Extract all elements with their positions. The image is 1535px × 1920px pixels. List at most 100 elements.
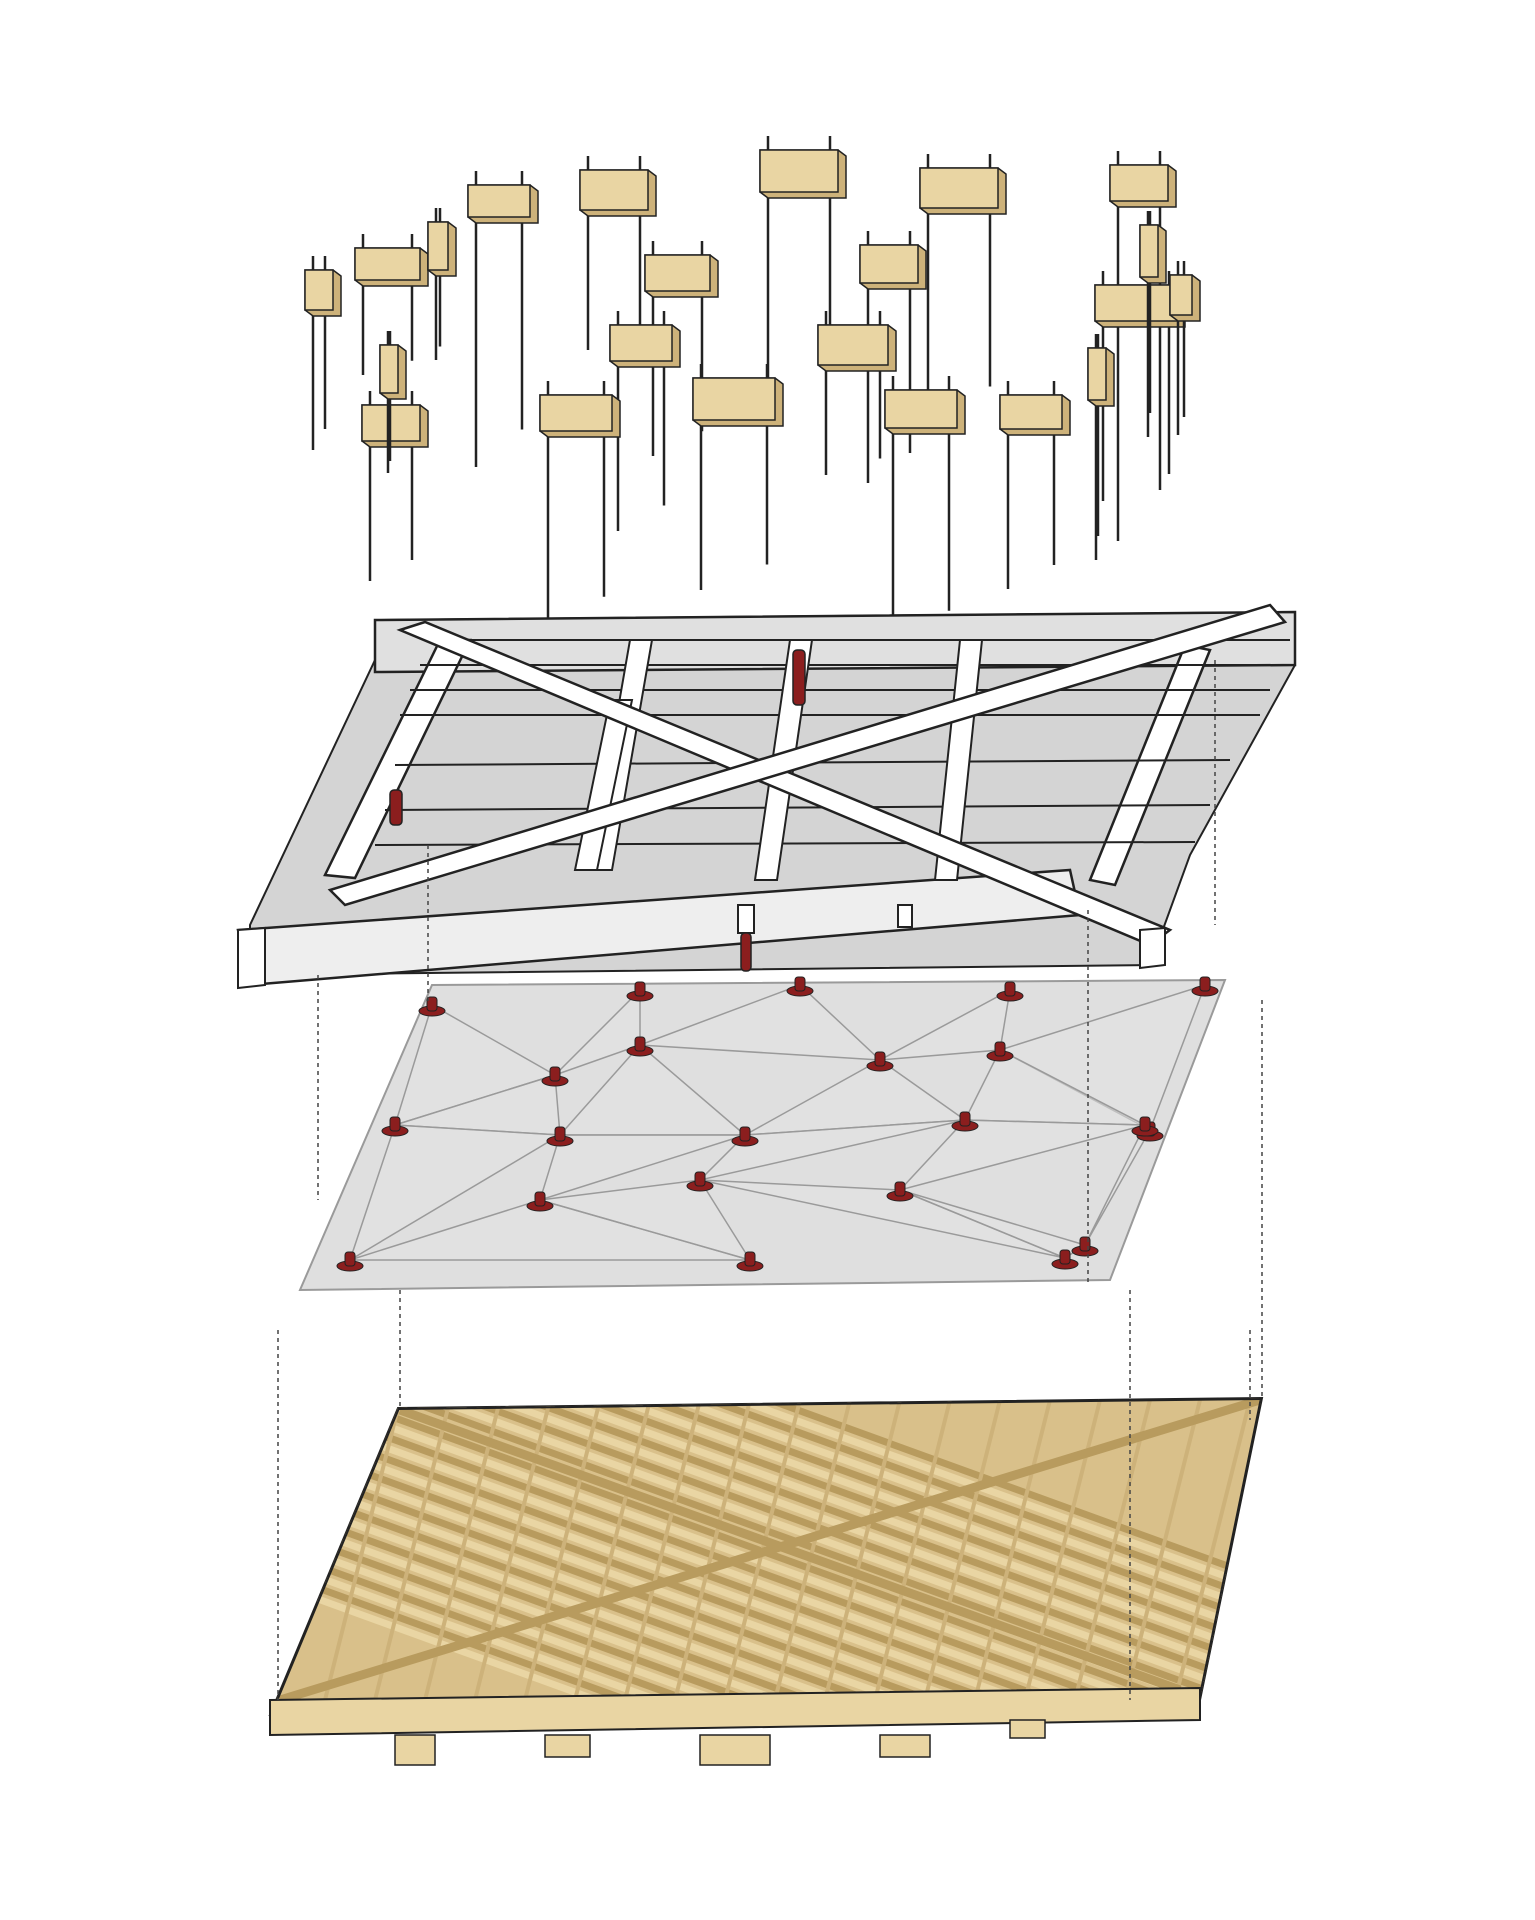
deck-joist	[518, 1399, 602, 1715]
timber-block-icon	[759, 149, 839, 193]
slab-anchor	[546, 1126, 574, 1147]
timber-block-hanger	[427, 208, 457, 360]
anchor-bolt	[744, 1251, 756, 1267]
slab-anchor	[786, 976, 814, 997]
deck-joist	[718, 1399, 802, 1715]
timber-block-icon	[1087, 347, 1107, 401]
slab-anchor	[986, 1041, 1014, 1062]
anchor-bolt	[874, 1051, 886, 1067]
deck-joist	[468, 1399, 552, 1715]
timber-block-hanger	[884, 376, 966, 643]
slab-anchor	[731, 1126, 759, 1147]
steel-rim-beam-top	[373, 610, 1297, 674]
timber-block-icon	[817, 324, 889, 366]
timber-block-icon	[354, 247, 421, 281]
timber-block-icon	[427, 221, 449, 271]
steel-hanger	[897, 904, 913, 928]
deck-foot	[394, 1734, 436, 1766]
deck-slat	[270, 1398, 1262, 1644]
timber-block-hanger	[817, 311, 897, 475]
timber-block-hanger	[379, 331, 407, 473]
deck-joist	[968, 1399, 1052, 1715]
steel-frame-layer	[236, 603, 1297, 990]
deck-joist	[618, 1399, 702, 1715]
slab-anchor	[886, 1181, 914, 1202]
slab-anchor	[336, 1251, 364, 1272]
steel-joist-line	[384, 804, 1211, 811]
timber-block-hanger	[644, 241, 719, 456]
timber-block-hanger	[609, 311, 681, 531]
timber-block-icon	[1094, 284, 1178, 322]
deck-diagonal-beam	[278, 1398, 1262, 1705]
timber-block-icon	[884, 389, 958, 429]
slab-anchor	[541, 1066, 569, 1087]
slab-anchor	[736, 1251, 764, 1272]
timber-block-hanger	[692, 364, 784, 590]
concrete-slab-layer	[298, 976, 1227, 1292]
slab-anchor	[1131, 1116, 1159, 1137]
slab-coffer	[348, 1124, 563, 1262]
timber-block-icon	[1169, 274, 1193, 316]
anchor-bolt	[894, 1181, 906, 1197]
slab-coffer	[539, 1179, 752, 1262]
deck-slat	[270, 1497, 1262, 1715]
timber-block-hanger	[579, 156, 657, 350]
deck-slat	[270, 1398, 1262, 1688]
steel-beam-end-left	[237, 926, 266, 990]
deck-slat	[270, 1574, 1262, 1715]
steel-diagonal-beam-a	[396, 620, 1173, 947]
anchor-bolt	[1004, 981, 1016, 997]
timber-block-icon	[692, 377, 776, 421]
deck-slat	[270, 1431, 1262, 1715]
deck-slat	[270, 1398, 1262, 1666]
timber-block-hanger	[1087, 334, 1115, 560]
deck-slat	[270, 1486, 1262, 1715]
timber-block-icon	[579, 169, 649, 211]
deck-slat	[270, 1398, 1262, 1699]
anchor-bolt	[534, 1191, 546, 1207]
anchor-bolt	[554, 1126, 566, 1142]
slab-coffer	[639, 984, 883, 1061]
timber-block-icon	[1109, 164, 1169, 202]
deck-joist	[818, 1399, 902, 1715]
slab-anchor	[686, 1171, 714, 1192]
deck-slat	[270, 1530, 1262, 1715]
deck-joist	[418, 1399, 502, 1715]
deck-slat	[270, 1541, 1262, 1715]
anchor-bolt	[426, 996, 438, 1012]
slab-anchors	[336, 976, 1219, 1272]
timber-block-hanger	[539, 381, 621, 626]
timber-block-hanger	[1109, 151, 1177, 541]
timber-block-hanger	[1169, 261, 1201, 435]
timber-block-hanger	[361, 391, 429, 581]
timber-block-icon	[919, 167, 999, 209]
timber-block-icon	[539, 394, 613, 432]
timber-block-icon	[379, 344, 399, 394]
anchor-bolt	[1199, 976, 1211, 992]
deck-joist	[1118, 1399, 1202, 1715]
timber-block-icon	[467, 184, 531, 218]
deck-slat	[270, 1398, 1262, 1677]
slab-anchor	[866, 1051, 894, 1072]
deck-joist	[318, 1399, 402, 1715]
deck-joist	[918, 1399, 1002, 1715]
deck-slat	[270, 1398, 1262, 1655]
timber-block-hanger	[1139, 211, 1167, 437]
timber-block-icon	[999, 394, 1063, 430]
deck-joist	[568, 1399, 652, 1715]
deck-joist	[868, 1399, 952, 1715]
slab-anchor	[626, 1036, 654, 1057]
steel-beam-end-right	[1139, 926, 1166, 970]
slab-coffer	[697, 1119, 966, 1182]
timber-block-icon	[644, 254, 711, 292]
slab-anchor	[951, 1111, 979, 1132]
timber-block-icon	[1139, 224, 1159, 278]
timber-block-icon	[304, 269, 334, 311]
slab-coffer	[879, 988, 1011, 1061]
slab-coffer	[538, 1134, 746, 1202]
slab-coffer	[897, 1119, 1146, 1192]
slab-coffer	[554, 988, 641, 1076]
steel-hanger	[389, 789, 403, 826]
timber-block-hanger	[354, 234, 429, 375]
